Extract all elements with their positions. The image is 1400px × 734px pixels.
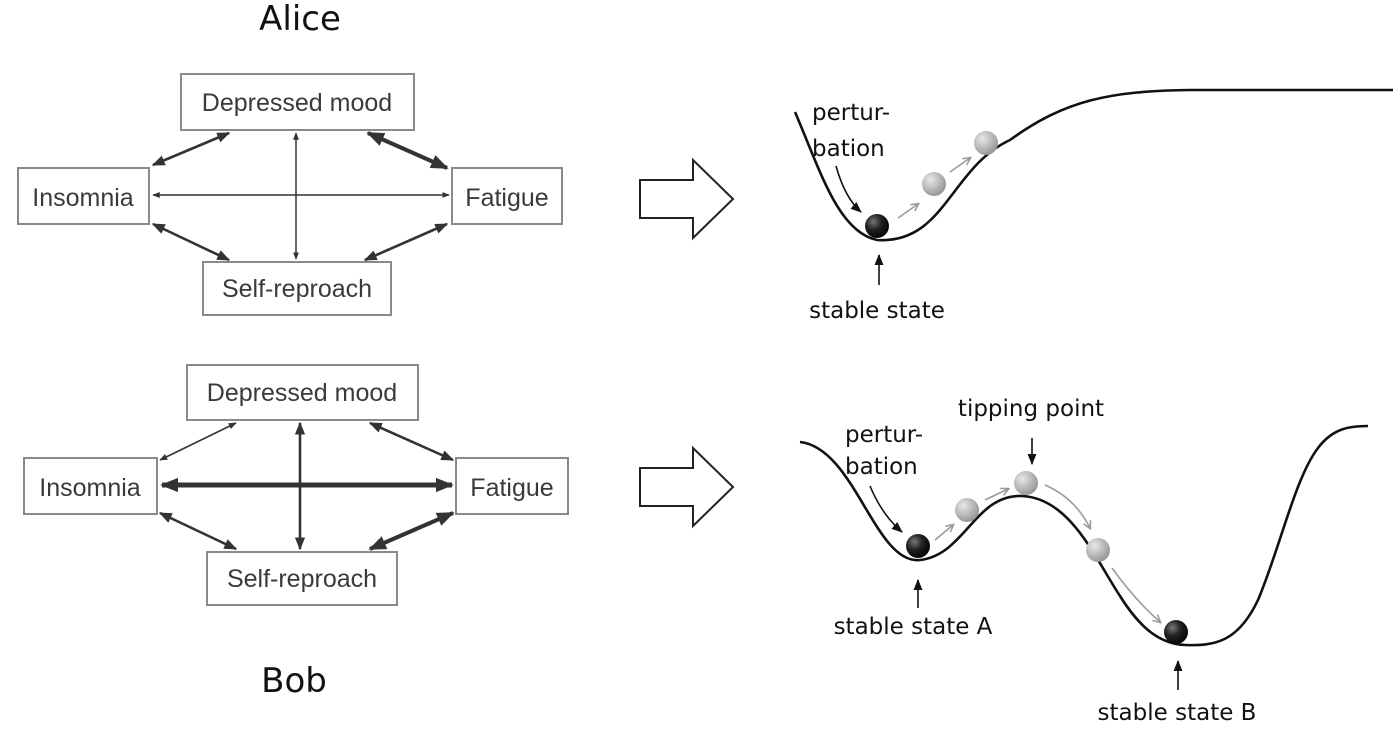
- ball-light: [955, 498, 979, 522]
- node-label: Self-reproach: [222, 275, 372, 303]
- edge-insomnia-selfreproach: [151, 222, 231, 262]
- node-label: Fatigue: [470, 474, 553, 502]
- bob-transition-arrow: [639, 445, 735, 529]
- motion-arrow: [1044, 484, 1090, 528]
- node-label: Depressed mood: [202, 89, 392, 117]
- bob-node-fatigue: Fatigue: [455, 457, 569, 515]
- node-label: Self-reproach: [227, 565, 377, 593]
- alice-node-depressed-mood: Depressed mood: [180, 73, 415, 131]
- alice-node-fatigue: Fatigue: [451, 167, 563, 225]
- stable-state-b-label: stable state B: [1098, 700, 1257, 726]
- bob-node-self-reproach: Self-reproach: [206, 551, 398, 606]
- ball-light: [974, 131, 998, 155]
- motion-arrow: [934, 525, 953, 541]
- edge-insomnia-mood: [159, 422, 237, 461]
- alice-name: Alice: [259, 0, 341, 39]
- ball-light: [1014, 471, 1038, 495]
- tipping-point-label: tipping point: [958, 396, 1104, 422]
- alice-transition-arrow: [639, 157, 735, 241]
- bob-node-insomnia: Insomnia: [23, 457, 158, 515]
- edge-fatigue-selfreproach: [363, 222, 449, 262]
- stable-state-label: stable state: [809, 298, 945, 324]
- perturbation-label-line2: bation: [812, 136, 885, 162]
- perturbation-label-line1: pertur-: [845, 422, 923, 448]
- alice-network: Depressed mood Insomnia Fatigue Self-rep…: [17, 73, 563, 316]
- edge-mood-fatigue: [366, 131, 449, 170]
- edge-insomnia-mood: [151, 131, 231, 167]
- edge-mood-fatigue: [368, 421, 455, 462]
- bob-name: Bob: [261, 661, 327, 701]
- perturbation-pointer: [835, 165, 862, 213]
- motion-arrow: [984, 489, 1008, 501]
- node-label: Insomnia: [39, 474, 141, 502]
- bob-network: Depressed mood Insomnia Fatigue Self-rep…: [23, 364, 569, 606]
- edge-fatigue-selfreproach: [368, 511, 455, 551]
- alice-node-insomnia: Insomnia: [17, 167, 150, 225]
- motion-arrow: [949, 158, 970, 173]
- ball-light: [922, 172, 946, 196]
- node-label: Insomnia: [32, 184, 134, 212]
- perturbation-label-line1: pertur-: [812, 100, 890, 126]
- bob-node-depressed-mood: Depressed mood: [186, 364, 419, 421]
- motion-arrow: [1111, 567, 1160, 622]
- ball-dark-a: [906, 534, 930, 558]
- ball-dark: [865, 214, 889, 238]
- bob-landscape: pertur- bation tipping point stable stat…: [799, 396, 1369, 726]
- node-label: Fatigue: [465, 184, 548, 212]
- edge-insomnia-selfreproach: [158, 511, 238, 551]
- alice-node-self-reproach: Self-reproach: [202, 261, 392, 316]
- ball-dark-b: [1164, 620, 1188, 644]
- ball-light: [1086, 538, 1110, 562]
- perturbation-pointer: [869, 485, 903, 533]
- node-label: Depressed mood: [207, 379, 397, 407]
- potential-curve: [799, 424, 1369, 647]
- perturbation-label-line2: bation: [845, 454, 918, 480]
- alice-landscape: pertur- bation stable state: [793, 88, 1393, 324]
- motion-arrow: [897, 204, 918, 219]
- potential-curve: [793, 88, 1393, 242]
- stable-state-a-label: stable state A: [834, 614, 993, 640]
